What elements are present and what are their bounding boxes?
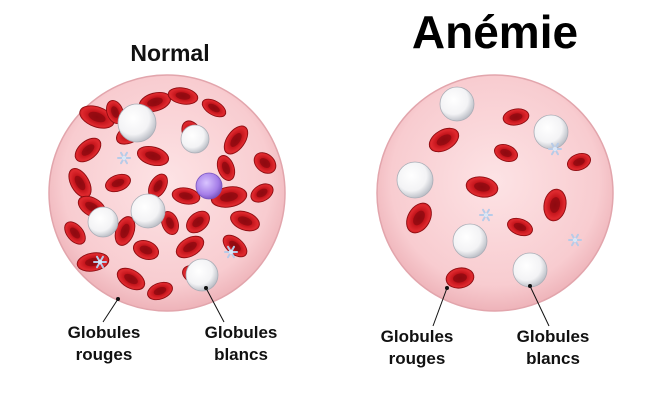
white-blood-cell-icon bbox=[185, 258, 219, 292]
red-blood-cell-icon bbox=[223, 125, 249, 155]
anemia-red-cells-label: Globules rouges bbox=[380, 327, 454, 368]
red-blood-cell-icon bbox=[167, 87, 199, 105]
red-blood-cell-icon bbox=[230, 210, 260, 232]
red-blood-cell-icon bbox=[175, 235, 205, 259]
white-blood-cell-icon bbox=[533, 114, 569, 150]
white-blood-cell-icon bbox=[117, 103, 157, 143]
label-pointer bbox=[204, 286, 225, 323]
platelet-icon bbox=[93, 255, 107, 269]
platelet-icon bbox=[224, 245, 238, 259]
white-blood-cell-icon bbox=[452, 223, 488, 259]
normal-red-cells-label: Globules rouges bbox=[67, 323, 141, 364]
red-blood-cell-icon bbox=[64, 221, 86, 245]
platelet-icon bbox=[568, 233, 582, 247]
anemia-white-cells-label: Globules blancs bbox=[516, 327, 590, 368]
anemia-title: Anémie bbox=[411, 6, 579, 58]
red-blood-cell-icon bbox=[133, 240, 159, 260]
red-blood-cell-icon bbox=[161, 210, 179, 236]
red-blood-cell-icon bbox=[566, 153, 592, 171]
red-blood-cell-icon bbox=[114, 216, 136, 246]
normal-title: Normal bbox=[130, 40, 210, 66]
platelet-icon bbox=[117, 151, 131, 165]
label-pointer bbox=[528, 284, 550, 327]
red-blood-cell-icon bbox=[502, 108, 530, 126]
red-blood-cell-icon bbox=[507, 217, 533, 237]
red-blood-cell-icon bbox=[136, 145, 170, 167]
red-blood-cell-icon bbox=[105, 173, 131, 193]
red-blood-cell-icon bbox=[445, 267, 475, 289]
white-blood-cell-icon bbox=[396, 161, 434, 199]
red-blood-cell-icon bbox=[148, 173, 168, 199]
red-blood-cell-icon bbox=[147, 281, 173, 301]
red-blood-cell-icon bbox=[171, 187, 201, 205]
red-blood-cell-icon bbox=[253, 152, 277, 174]
white-blood-cell-icon bbox=[439, 86, 475, 122]
red-blood-cell-icon bbox=[216, 155, 236, 181]
label-pointer bbox=[102, 297, 120, 323]
red-blood-cell-icon bbox=[543, 188, 567, 222]
red-blood-cell-icon bbox=[74, 137, 102, 163]
white-blood-cell-icon bbox=[130, 193, 166, 229]
white-blood-cell-icon bbox=[180, 124, 210, 154]
platelet-icon bbox=[548, 142, 562, 156]
platelet-icon bbox=[479, 208, 493, 222]
red-blood-cell-icon bbox=[250, 183, 274, 203]
red-blood-cell-icon bbox=[186, 210, 210, 234]
red-blood-cell-icon bbox=[201, 98, 227, 118]
red-blood-cell-icon bbox=[428, 127, 460, 153]
red-blood-cell-icon bbox=[116, 267, 146, 291]
normal-white-cells-label: Globules blancs bbox=[204, 323, 278, 364]
white-blood-cell-icon bbox=[512, 252, 548, 288]
red-blood-cell-icon bbox=[465, 176, 499, 198]
lymphocyte-icon bbox=[195, 172, 223, 200]
red-blood-cell-icon bbox=[79, 105, 115, 129]
white-blood-cell-icon bbox=[87, 206, 119, 238]
red-blood-cell-icon bbox=[493, 144, 519, 162]
red-blood-cell-icon bbox=[406, 202, 432, 234]
red-blood-cell-icon bbox=[68, 168, 92, 198]
label-pointer bbox=[432, 286, 449, 327]
